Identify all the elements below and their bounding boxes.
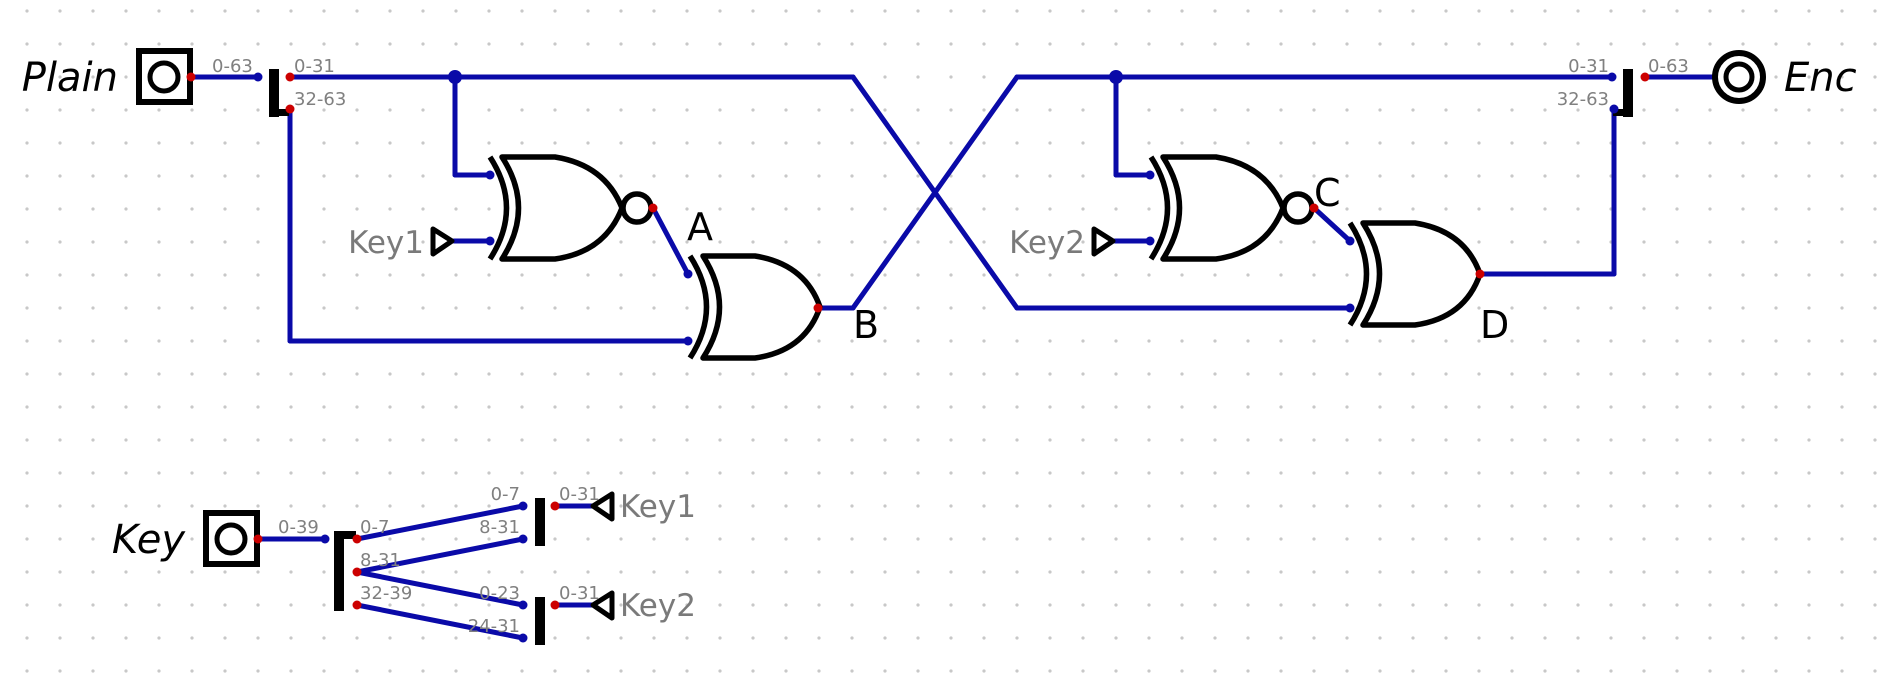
pin-dot: [186, 72, 196, 82]
splitter-label: 24-31: [468, 616, 520, 637]
splitter-label: 32-63: [294, 89, 346, 110]
wire[interactable]: [354, 536, 526, 575]
key1-tunnel-label: Key1: [348, 225, 424, 261]
key2-tunnel-label: Key2: [1009, 225, 1085, 261]
gate-b-label: B: [853, 303, 879, 347]
pin-dot: [253, 72, 263, 82]
key2-out-tunnel-label: Key2: [620, 588, 696, 624]
pin-dot: [813, 303, 823, 313]
wire[interactable]: [354, 503, 526, 542]
pin-dot: [320, 534, 330, 544]
splitter-label: 32-63: [1557, 89, 1609, 110]
splitter-label: 0-31: [294, 56, 335, 77]
wire[interactable]: [850, 74, 1020, 311]
wire[interactable]: [1311, 205, 1353, 244]
pin-dot: [1345, 303, 1355, 313]
splitter-label: 0-7: [491, 484, 520, 505]
key1-out-tunnel-arrow[interactable]: [590, 491, 615, 522]
splitter-label: 0-31: [1568, 56, 1609, 77]
pin-dot: [485, 236, 495, 246]
gate-a-label: A: [687, 205, 713, 249]
key2-tunnel-arrow[interactable]: [1091, 226, 1116, 257]
key1-tunnel-arrow[interactable]: [430, 226, 455, 257]
wire[interactable]: [354, 569, 526, 608]
pin-dot: [352, 600, 362, 610]
splitter-label: 32-39: [360, 583, 412, 604]
grid-dots: [25, 9, 1877, 673]
plain-splitter[interactable]: [269, 69, 279, 117]
key2-merge-splitter[interactable]: [535, 597, 545, 645]
splitter-label: 0-31: [559, 583, 600, 604]
wire-junction: [448, 70, 462, 84]
key-label: Key: [112, 517, 186, 563]
gate-d-xor[interactable]: [1347, 220, 1483, 328]
pin-dot: [1309, 203, 1319, 213]
pin-dot: [1475, 269, 1485, 279]
gate-b-xor[interactable]: [687, 253, 823, 361]
pin-dot: [648, 203, 658, 213]
splitter-label: 0-31: [559, 484, 600, 505]
wire[interactable]: [650, 205, 691, 277]
splitter-label: 0-7: [360, 517, 389, 538]
gate-d-label: D: [1480, 303, 1509, 347]
pin-dot: [1145, 236, 1155, 246]
key-input-pin[interactable]: [203, 510, 260, 567]
splitter-foot: [334, 531, 356, 539]
pin-dot: [518, 534, 528, 544]
splitter-label: 8-31: [360, 550, 401, 571]
pin-dots: [186, 72, 1650, 643]
wires-key: [255, 503, 595, 641]
pin-dot: [1145, 170, 1155, 180]
pin-dot: [683, 269, 693, 279]
pin-dot: [1607, 72, 1617, 82]
pin-dot: [518, 600, 528, 610]
pin-dot: [1609, 104, 1619, 114]
pin-dot: [1640, 72, 1650, 82]
gate-a-xnor[interactable]: [487, 154, 654, 262]
enc-output-pin[interactable]: [1712, 50, 1766, 104]
pin-dot: [1345, 236, 1355, 246]
key1-out-tunnel-label: Key1: [620, 489, 696, 525]
enc-splitter[interactable]: [1623, 69, 1633, 117]
key2-out-tunnel-arrow[interactable]: [590, 590, 615, 621]
plain-input-pin[interactable]: [136, 48, 193, 105]
pin-dot: [683, 336, 693, 346]
pin-dot: [352, 534, 362, 544]
pin-dot: [352, 567, 362, 577]
pin-dot: [485, 170, 495, 180]
key1-merge-splitter[interactable]: [535, 498, 545, 546]
pin-dot: [285, 72, 295, 82]
pin-dot: [253, 534, 263, 544]
splitter-label: 0-63: [1648, 56, 1689, 77]
pin-dot: [285, 104, 295, 114]
splitter-label: 0-39: [278, 517, 319, 538]
splitter-label: 0-23: [479, 583, 520, 604]
gate-c-xnor[interactable]: [1148, 154, 1315, 262]
wire-junction: [1109, 70, 1123, 84]
splitter-foot: [1613, 109, 1633, 116]
splitter-label: 0-63: [212, 56, 253, 77]
pin-dot: [518, 633, 528, 643]
plain-label: Plain: [22, 55, 118, 101]
splitter-foot: [269, 109, 289, 116]
pin-dot: [518, 501, 528, 511]
pin-dot: [550, 501, 560, 511]
enc-label: Enc: [1784, 55, 1857, 101]
key-splitter[interactable]: [334, 531, 344, 611]
wire[interactable]: [354, 602, 526, 641]
pin-dot: [550, 600, 560, 610]
splitter-label: 8-31: [479, 517, 520, 538]
